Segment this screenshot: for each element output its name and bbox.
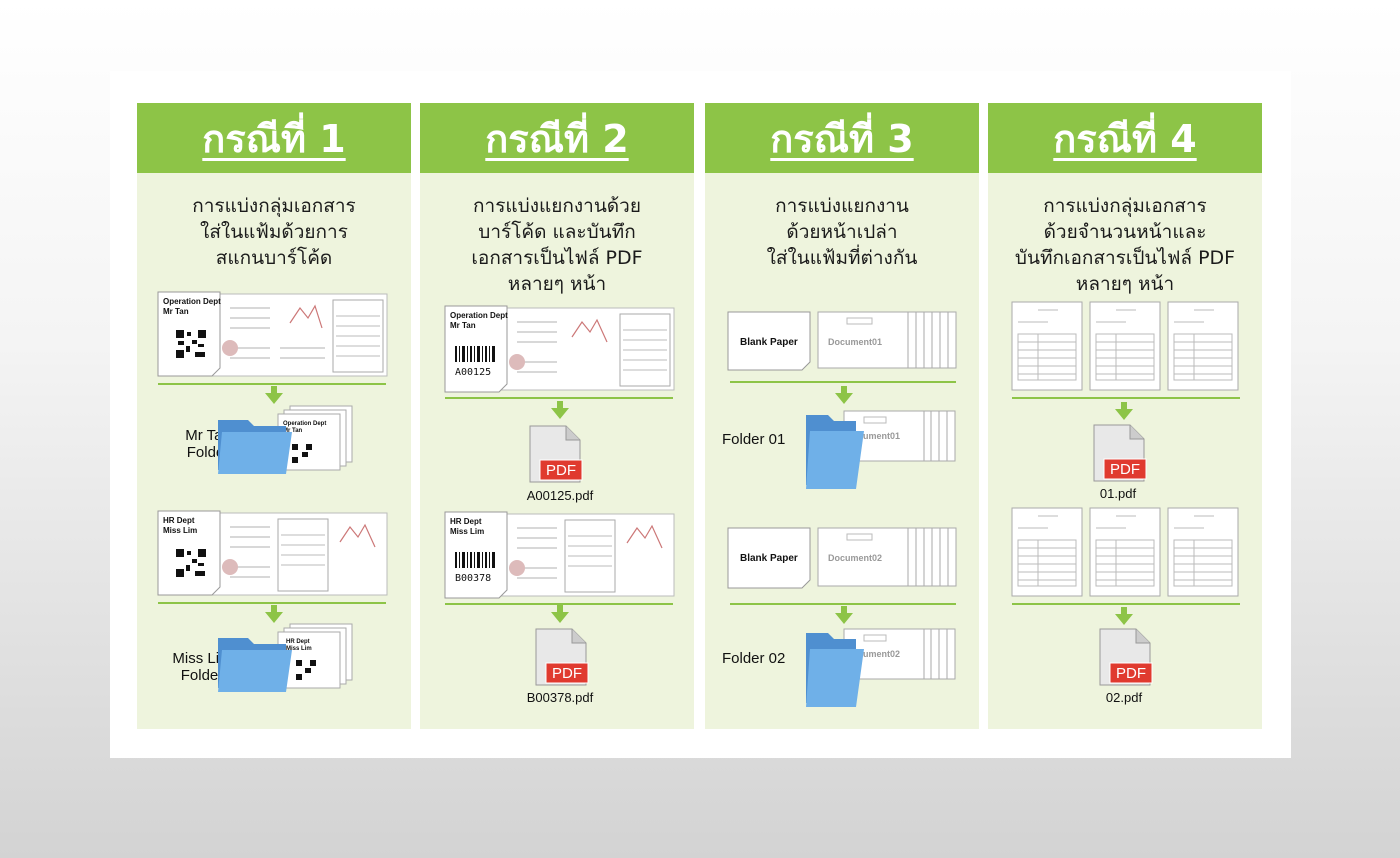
case-2-sheet-2-dept: HR Dept (450, 517, 482, 526)
case-2-barcode-2-text: B00378 (455, 573, 491, 584)
case-4-file-1: 01.pdf (1099, 486, 1137, 501)
pdf-file-icon: PDF (1093, 424, 1147, 482)
case-1-document-stack-1: Operation Dept Mr Tan (157, 291, 388, 385)
folder-icon (218, 638, 292, 692)
case-3-title: กรณีที่ 3 (705, 103, 979, 173)
case-4-pdf-badge-2: PDF (1116, 665, 1146, 682)
case-3-document-stack-1: Document01 Blank Paper (727, 311, 957, 383)
qr-code-icon (176, 549, 206, 577)
case-2-pdf-badge-1: PDF (546, 462, 576, 479)
pdf-file-icon: PDF (529, 425, 583, 483)
case-1-folder-1-name: Mr Tan (283, 428, 303, 434)
case-3-description: การแบ่งแยกงาน ด้วยหน้าเปล่า ใส่ในแฟ้มที่… (766, 195, 918, 269)
case-1-folder-1: Operation Dept Mr Tan (218, 405, 353, 474)
case-2-file-2: B00378.pdf (526, 690, 594, 705)
down-arrow-icon (835, 606, 853, 624)
down-arrow-icon (1115, 607, 1133, 625)
case-4-title: กรณีที่ 4 (988, 103, 1262, 173)
case-2-sheet-name: Mr Tan (450, 321, 476, 330)
case-1-folder-2-name: Miss Lim (286, 646, 312, 652)
qr-code-icon (176, 330, 206, 358)
case-2-file-1: A00125.pdf (526, 488, 594, 503)
case-1-folder-2-dept: HR Dept (286, 639, 310, 645)
down-arrow-icon (265, 605, 283, 623)
down-arrow-icon (551, 401, 569, 419)
case-3-folder-1: cument01 (806, 410, 956, 489)
case-3-document-stack-2: Document02 Blank Paper (727, 527, 957, 605)
case-3-folder-1-label: Folder 01 (722, 431, 786, 448)
case-1-document-stack-2: HR Dept Miss Lim (157, 510, 388, 604)
case-1-sheet-name: Mr Tan (163, 307, 189, 316)
case-4-description: การแบ่งกลุ่มเอกสาร ด้วยจำนวนหน้าและ บันท… (1014, 195, 1236, 295)
case-2-title: กรณีที่ 2 (420, 103, 694, 173)
case-1-folder-2: HR Dept Miss Lim (218, 623, 353, 692)
case-3-separator-1: Blank Paper (740, 337, 798, 348)
case-1-folder-1-dept: Operation Dept (283, 421, 326, 427)
case-3-folder-2-doc: cument02 (858, 649, 900, 659)
case-2-barcode-text: A00125 (455, 367, 491, 378)
case-1-sheet-2-name: Miss Lim (163, 526, 197, 535)
folder-icon (218, 420, 292, 474)
case-1-sheet-dept: Operation Dept (163, 297, 221, 306)
case-4-file-2: 02.pdf (1105, 690, 1143, 705)
down-arrow-icon (265, 386, 283, 404)
case-3-folder-2-label: Folder 02 (722, 650, 786, 667)
case-2-document-stack-2: HR Dept Miss Lim B00378 (444, 511, 675, 605)
case-2-description: การแบ่งแยกงานด้วย บาร์โค้ด และบันทึก เอก… (471, 195, 643, 295)
case-1-panel: กรณีที่ 1 การแบ่งกลุ่มเอกสาร ใส่ในแฟ้มด้… (137, 103, 411, 729)
folder-icon (806, 415, 864, 489)
case-3-doc-2: Document02 (828, 553, 882, 563)
case-2-panel: กรณีที่ 2 การแบ่งแยกงานด้วย บาร์โค้ด และ… (420, 103, 694, 729)
case-3-folder-2: cument02 (806, 628, 956, 707)
case-3-separator-2: Blank Paper (740, 553, 798, 564)
case-2-sheet-2-name: Miss Lim (450, 527, 484, 536)
case-3-folder-1-doc: cument01 (858, 431, 900, 441)
case-2-document-stack-1: Operation Dept Mr Tan A00125 (444, 305, 675, 399)
pdf-file-icon: PDF (535, 628, 589, 686)
down-arrow-icon (1115, 402, 1133, 420)
case-4-form-set-1 (1011, 301, 1240, 399)
down-arrow-icon (835, 386, 853, 404)
case-1-sheet-2-dept: HR Dept (163, 516, 195, 525)
case-2-sheet-dept: Operation Dept (450, 311, 508, 320)
case-1-description: การแบ่งกลุ่มเอกสาร ใส่ในแฟ้มด้วยการ สแกน… (192, 195, 356, 269)
down-arrow-icon (551, 605, 569, 623)
case-2-pdf-badge-2: PDF (552, 665, 582, 682)
pdf-file-icon: PDF (1099, 628, 1153, 686)
case-3-doc-1: Document01 (828, 337, 882, 347)
case-4-pdf-badge-1: PDF (1110, 461, 1140, 478)
barcode-icon (455, 552, 495, 568)
barcode-icon (455, 346, 495, 362)
case-1-title: กรณีที่ 1 (137, 103, 411, 173)
case-4-form-set-2 (1011, 507, 1240, 605)
folder-icon (806, 633, 864, 707)
